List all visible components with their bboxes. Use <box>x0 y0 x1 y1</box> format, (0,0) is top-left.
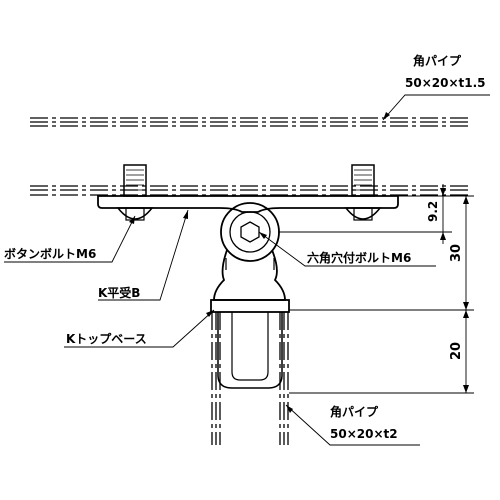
bottom-square-pipe <box>211 312 289 445</box>
k-top-base-label: Kトップベース <box>66 331 147 346</box>
bottom-pipe-name: 角パイプ <box>330 404 379 419</box>
dimension-lines <box>278 184 474 394</box>
k-flat-receiver-plate <box>97 195 399 213</box>
dimension-30: 30 <box>449 244 464 262</box>
top-pipe-size: 50×20×t1.5 <box>405 76 486 90</box>
left-button-bolt <box>116 164 154 221</box>
k-flat-receiver-label: K平受B <box>98 285 140 300</box>
top-pipe-name: 角パイプ <box>413 53 462 68</box>
dimension-9-2: 9.2 <box>426 201 440 222</box>
pivot-body <box>213 202 286 301</box>
hex-socket-bolt-label: 六角穴付ボルトM6 <box>307 250 411 265</box>
k-top-base <box>210 299 290 389</box>
right-button-bolt <box>344 164 382 221</box>
button-bolt-label: ボタンボルトM6 <box>4 246 96 261</box>
top-square-pipe <box>30 117 470 196</box>
leader-lines <box>4 94 490 446</box>
bottom-pipe-size: 50×20×t2 <box>330 427 398 441</box>
dimension-20: 20 <box>449 342 464 360</box>
